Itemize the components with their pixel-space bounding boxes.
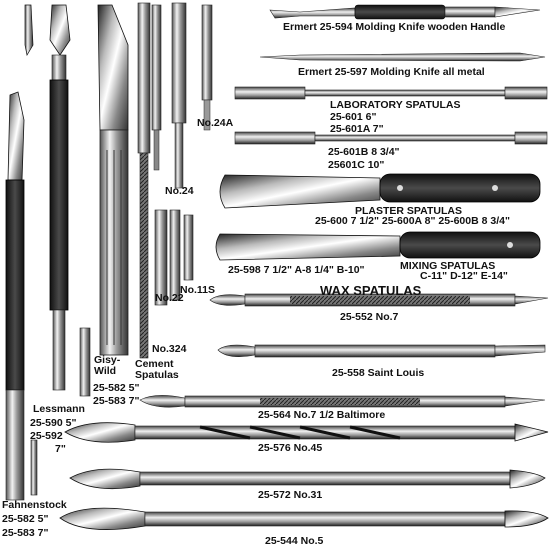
- label-plaster-title: PLASTER SPATULAS: [355, 205, 462, 217]
- label-lab-601b: 25-601B 8 3/4": [328, 146, 400, 158]
- label-fahnenstock: Fahnenstock: [2, 499, 67, 511]
- label-baltimore: 25-564 No.7 1/2 Baltimore: [258, 409, 386, 421]
- label-mixing-sizes-2: C-11" D-12" E-14": [420, 270, 508, 282]
- label-fahn-583: 25-583 7": [2, 527, 49, 539]
- ermert-594-knife: [269, 4, 541, 20]
- plaster-spatula: [219, 173, 541, 209]
- laboratory-spatula-2: [234, 131, 548, 145]
- baltimore-spatula: [139, 395, 546, 408]
- mixing-spatula: [215, 231, 541, 261]
- laboratory-spatula-1: [234, 86, 548, 100]
- label-gisy: Gisy- Wild: [94, 354, 121, 377]
- label-no11s: No.11S: [180, 284, 216, 296]
- label-no5: 25-544 No.5: [265, 535, 324, 547]
- no11s-spatula: [183, 214, 194, 281]
- no45-spatula: [64, 422, 549, 443]
- ermert-597-knife: [259, 52, 546, 62]
- no5-spatula: [59, 507, 549, 530]
- label-lessmann: Lessmann: [33, 403, 85, 415]
- label-no31: 25-572 No.31: [258, 489, 323, 501]
- small-blade-top-left: [24, 4, 34, 56]
- label-mixing-sizes-1: 25-598 7 1/2" A-8 1/4" B-10": [228, 264, 365, 276]
- label-lab-601a: 25-601A 7": [330, 123, 384, 135]
- label-fahn-582: 25-582 5": [2, 513, 49, 525]
- label-ermert-594: Ermert 25-594 Molding Knife wooden Handl…: [283, 21, 506, 33]
- label-lessmann-592: 25-592: [30, 430, 63, 442]
- label-lab-601: 25-601 6": [330, 111, 377, 123]
- lessmann-knife: [49, 4, 71, 391]
- label-no24: No.24: [165, 185, 194, 197]
- label-no324: No.324: [152, 343, 187, 355]
- label-wax-552: 25-552 No.7: [340, 311, 399, 323]
- saint-louis-spatula: [217, 344, 546, 358]
- label-no45: 25-576 No.45: [258, 442, 323, 454]
- label-lessmann-7: 7": [55, 443, 66, 455]
- no24a-spatula: [201, 4, 213, 131]
- no31-spatula: [69, 468, 546, 490]
- no24-spatula: [151, 2, 187, 189]
- no22b-spatula: [169, 209, 181, 301]
- fahnenstock-knife: [5, 91, 38, 501]
- label-ermert-597: Ermert 25-597 Molding Knife all metal: [298, 66, 485, 78]
- no324-instrument: [137, 2, 151, 359]
- label-wax-title: WAX SPATULAS: [320, 283, 422, 298]
- label-no22: No.22: [155, 292, 184, 304]
- label-lab-601c: 25601C 10": [328, 159, 385, 171]
- label-gisy-583: 25-583 7": [93, 395, 140, 407]
- label-gisy-582: 25-582 5": [93, 382, 140, 394]
- label-plaster-sizes: 25-600 7 1/2" 25-600A 8" 25-600B 8 3/4": [315, 215, 510, 227]
- label-lessmann-590: 25-590 5": [30, 417, 77, 429]
- label-saint-louis: 25-558 Saint Louis: [332, 367, 425, 379]
- label-lab-title: LABORATORY SPATULAS: [330, 99, 461, 111]
- no22-spatula: [154, 209, 168, 306]
- fluted-handle-knife: [97, 4, 129, 356]
- label-no24a: No.24A: [197, 117, 234, 129]
- label-mixing-title: MIXING SPATULAS: [400, 260, 496, 272]
- gisy-wild-spatula: [79, 327, 91, 397]
- wax-spatula-no7: [209, 293, 549, 307]
- label-cement: Cement Spatulas: [135, 358, 179, 381]
